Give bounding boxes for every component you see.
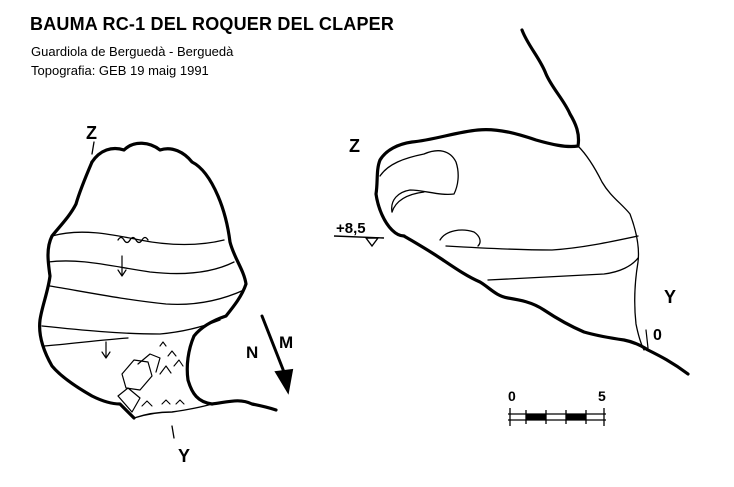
section-level-1 bbox=[51, 231, 225, 246]
plan-inner-arc bbox=[391, 191, 425, 213]
north-arrow-label-m: M bbox=[279, 333, 293, 352]
plan-lower-wall bbox=[402, 234, 690, 376]
depth-mark-label: +8,5 bbox=[336, 220, 366, 237]
page-title: BAUMA RC-1 DEL ROQUER DEL CLAPER bbox=[30, 14, 395, 34]
section-floor bbox=[133, 403, 213, 419]
section-label-z: Z bbox=[86, 123, 97, 143]
scale-bar-ticks bbox=[509, 408, 605, 426]
plan-label-z: Z bbox=[349, 136, 360, 156]
scale-label-end: 5 bbox=[598, 388, 606, 404]
plan-contour-1 bbox=[445, 235, 639, 251]
scale-bar-segment-1 bbox=[525, 413, 547, 421]
section-left-wall bbox=[38, 160, 136, 420]
plan-right-wall bbox=[577, 145, 645, 351]
section-level-2 bbox=[47, 260, 235, 275]
north-arrow-label-n: N bbox=[246, 343, 258, 362]
plan-pocket bbox=[439, 229, 481, 247]
depth-mark-symbol bbox=[333, 235, 385, 248]
scale-bar bbox=[508, 408, 606, 426]
section-level-4 bbox=[41, 319, 221, 335]
plan-inner-loop bbox=[379, 150, 459, 213]
plan-contour-2 bbox=[487, 257, 639, 281]
section-outline bbox=[90, 141, 278, 412]
scale-label-start: 0 bbox=[508, 388, 516, 404]
section-wavy-feature bbox=[117, 236, 149, 244]
scale-bar-segment-2 bbox=[565, 413, 587, 421]
section-label-tick-top bbox=[91, 141, 95, 155]
section-blocks bbox=[117, 353, 161, 413]
section-label-y: Y bbox=[178, 446, 190, 466]
section-rubble bbox=[141, 341, 185, 407]
section-level-3 bbox=[49, 285, 245, 306]
depth-mark-triangle bbox=[364, 237, 380, 248]
section-label-tick-bottom bbox=[171, 425, 175, 439]
section-slope-arrow-1 bbox=[117, 255, 127, 277]
plan-label-y: Y bbox=[664, 287, 676, 307]
section-level-5 bbox=[43, 337, 129, 347]
section-slope-arrow-2 bbox=[101, 341, 111, 359]
north-arrow-head bbox=[274, 368, 294, 395]
location-subtitle: Guardiola de Berguedà - Berguedà bbox=[31, 44, 234, 59]
plan-view bbox=[374, 28, 690, 376]
plan-label-origin: 0 bbox=[653, 327, 662, 344]
plan-upper-wall bbox=[374, 28, 581, 238]
plan-y-line bbox=[645, 329, 649, 349]
section-view bbox=[38, 141, 278, 439]
north-arrow bbox=[260, 314, 294, 395]
north-arrow-shaft bbox=[260, 314, 286, 374]
topography-credit: Topografia: GEB 19 maig 1991 bbox=[31, 63, 209, 78]
